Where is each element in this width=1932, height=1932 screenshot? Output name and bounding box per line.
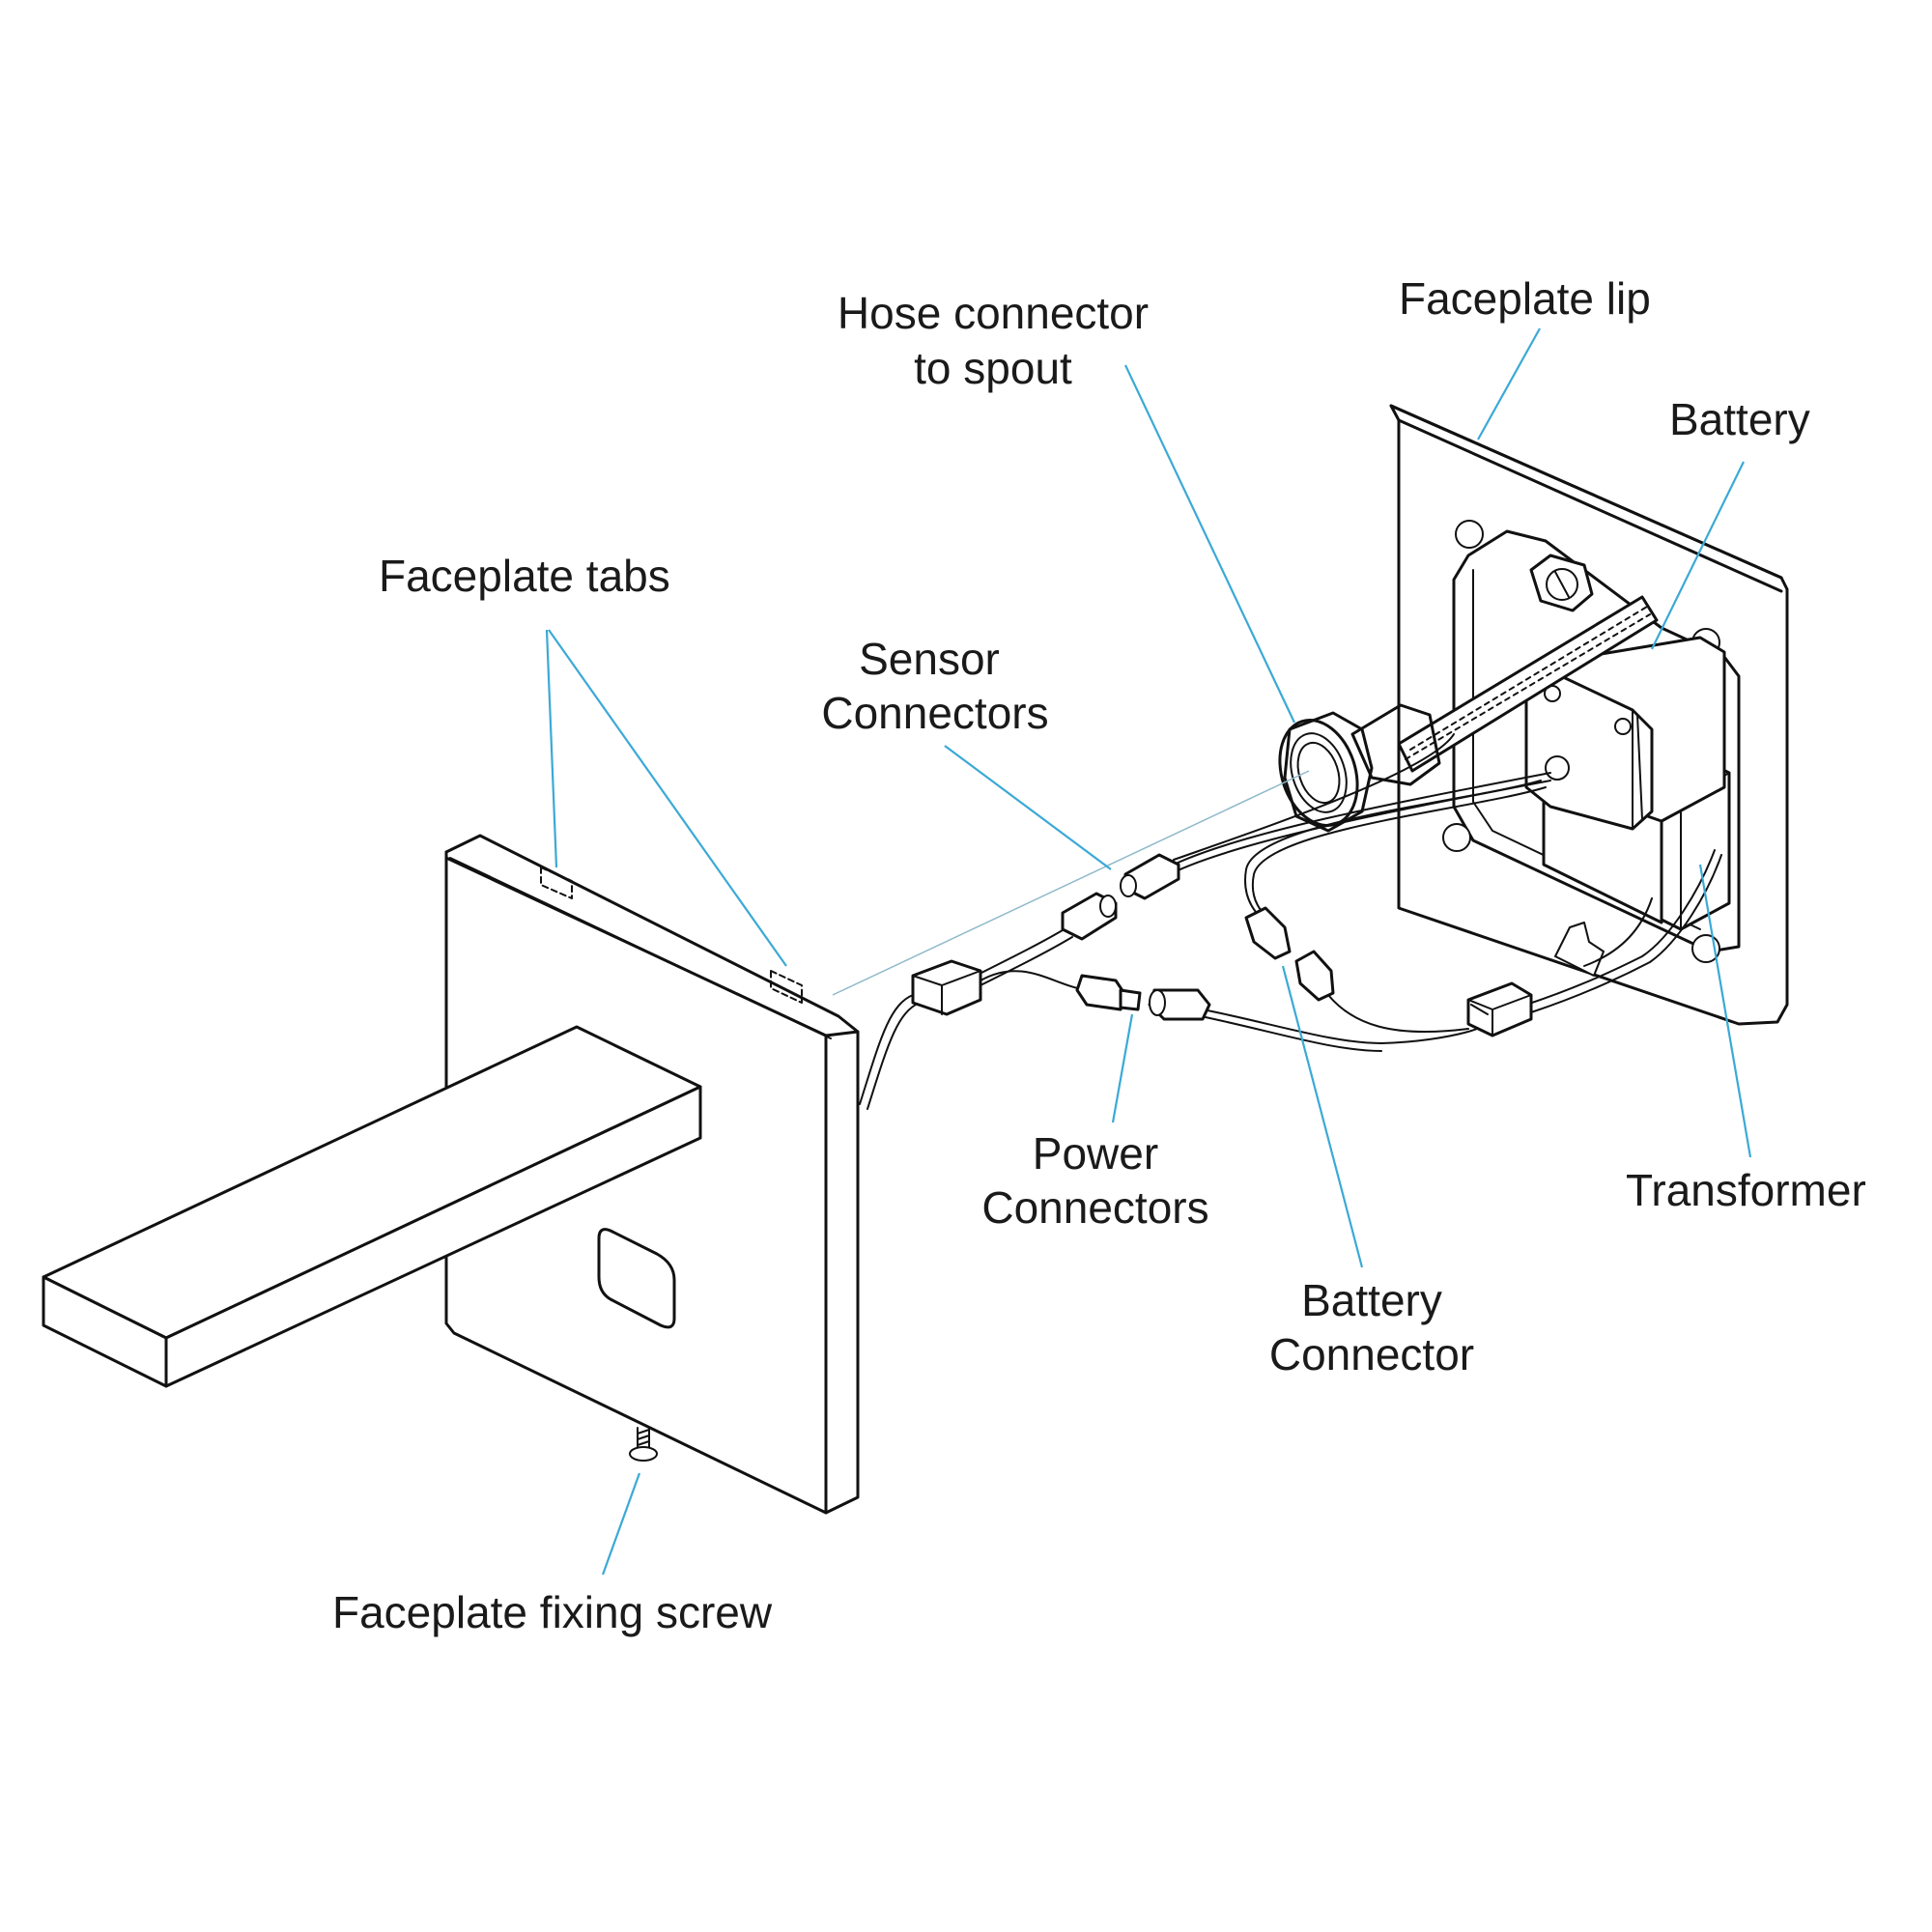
faceplate [444,834,860,1515]
braided-hose [1397,595,1659,773]
battery [1524,636,1726,831]
leader-faceplate-tab-right [548,629,787,967]
label-transformer: Transformer [1626,1165,1866,1215]
faceplate-lip [1389,404,1783,593]
leader-lines [545,327,1752,1576]
power-connector-left [1075,974,1142,1011]
screw-icon [1442,823,1471,852]
leader-battery-connector [1281,965,1364,1268]
label-power-2: Connectors [981,1182,1208,1233]
valve-nut [1529,554,1594,612]
leader-fixing-screw [601,1472,641,1576]
label-faceplate-lip: Faceplate lip [1399,273,1651,324]
leader-battery [1651,461,1745,650]
leader-faceplate-tab-left [545,629,558,868]
leader-faceplate-lip [1477,327,1541,440]
spout [42,1025,702,1388]
power-connector-right [1148,988,1211,1021]
label-faceplate-tabs: Faceplate tabs [379,551,670,601]
label-battery-connector-2: Connector [1269,1329,1474,1379]
label-power-1: Power [1033,1128,1158,1179]
leader-hose-connector [1124,364,1295,724]
faceplate-fixing-screw [629,1427,658,1462]
leader-transformer [1698,864,1752,1158]
label-sensor-1: Sensor [859,634,1000,684]
leader-sensor-connectors [944,745,1112,870]
label-battery: Battery [1669,394,1810,444]
label-sensor-2: Connectors [821,688,1048,738]
sensor-connector-left [1061,892,1118,941]
label-fixing-screw: Faceplate fixing screw [332,1587,773,1637]
screw-icon [1614,718,1632,735]
sensor-window [597,1228,676,1329]
faceplate-tab-right [770,970,803,1004]
leader-power-connectors [1111,1013,1134,1123]
label-battery-connector-1: Battery [1301,1275,1442,1325]
sensor-connector-right [1120,853,1180,900]
battery-connector [1244,906,1335,1002]
faceplate-assembly [42,834,860,1515]
screw-icon [1455,520,1484,549]
faceplate-tab-left [540,867,573,899]
junction-block-left [911,959,982,1016]
connectors [911,853,1533,1037]
back-box-assembly [1278,404,1789,1026]
battery-terminal [1545,755,1570,781]
junction-block-right [1466,981,1533,1037]
label-hose-connector-2: to spout [914,343,1072,393]
alignment-line [832,770,1310,996]
labels: Hose connector to spout Faceplate lip Ba… [332,273,1866,1637]
cables [859,733,1722,1110]
label-hose-connector-1: Hose connector [838,288,1149,338]
